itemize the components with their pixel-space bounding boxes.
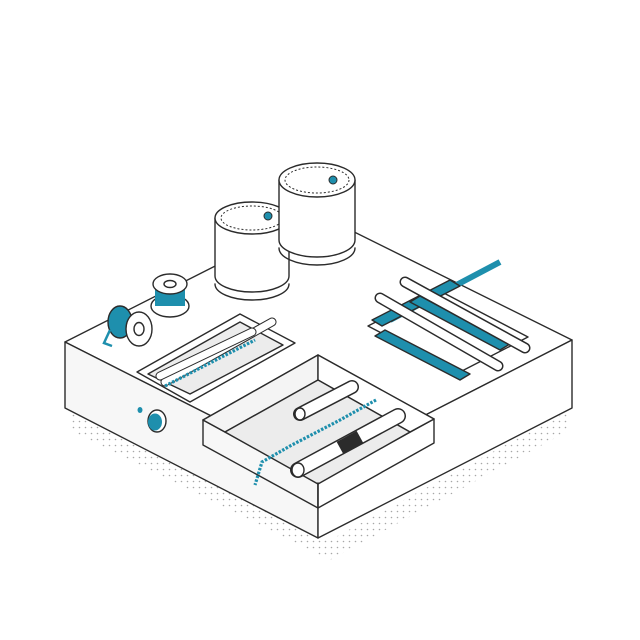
slab-right-face	[317, 339, 573, 539]
cable-tray	[136, 313, 296, 403]
pit-chain	[253, 398, 377, 486]
rack-rod-front	[374, 292, 504, 372]
rod-rack	[367, 259, 531, 381]
drum-right	[278, 162, 356, 266]
drum-left	[214, 201, 290, 301]
pit-rod-lower	[290, 408, 406, 478]
base-slab	[64, 213, 573, 539]
pit-rod-upper	[293, 380, 359, 421]
indicator-dial	[137, 407, 167, 433]
spool-large	[150, 273, 190, 318]
rack-rod-back	[399, 276, 531, 354]
spool-small	[102, 305, 153, 348]
